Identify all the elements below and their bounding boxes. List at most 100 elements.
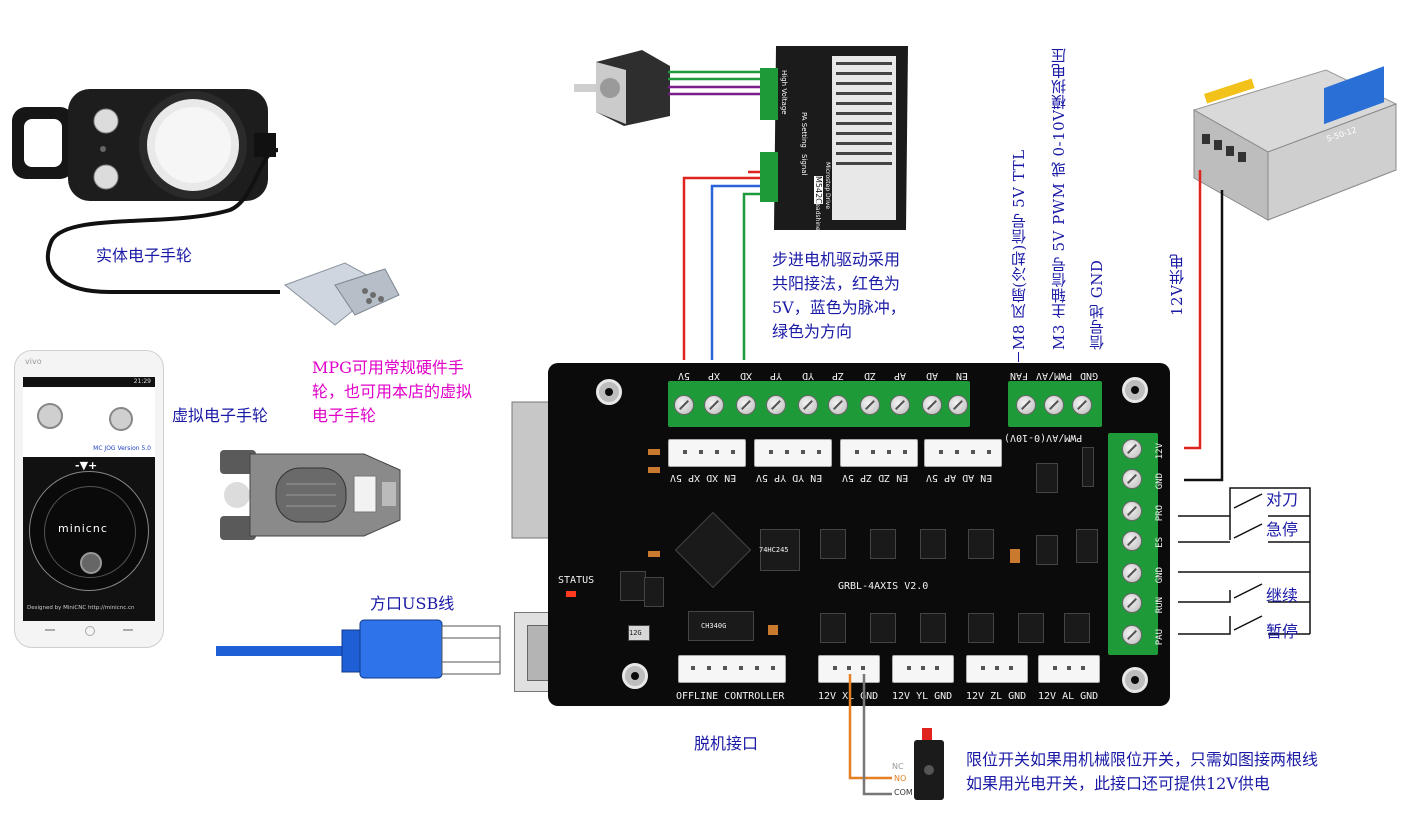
pause-label: 暂停 <box>1266 622 1299 641</box>
pwm-range-label: PWM/AV(0-10V) <box>1004 432 1083 443</box>
buffer-chip-label: 74HC245 <box>759 546 789 554</box>
terminal-screw-yd[interactable] <box>798 395 818 415</box>
a-axis-header[interactable] <box>924 439 1002 467</box>
limit-switch-wires <box>840 674 910 800</box>
terminal-screw-gnd[interactable] <box>1072 395 1092 415</box>
control-terminal-block[interactable] <box>1108 433 1158 655</box>
pwm-converter-chip <box>1036 463 1058 493</box>
a-limit-label: 12V AL GND <box>1038 691 1099 702</box>
terminal-screw-ap[interactable] <box>890 395 910 415</box>
app-header-panel: MC JOG Version 5.0 <box>23 387 155 457</box>
terminal-screw-pau[interactable] <box>1122 625 1142 645</box>
z-axis-header[interactable] <box>840 439 918 467</box>
terminal-screw-en[interactable] <box>948 395 968 415</box>
app-footer: Designed by MiniCNC http://minicnc.cn <box>27 605 135 611</box>
terminal-screw-ad[interactable] <box>922 395 942 415</box>
driver-section-pa-setting: PA Setting <box>800 112 808 148</box>
terminal-screw-yp[interactable] <box>766 395 786 415</box>
opto-row-bottom-4 <box>968 613 994 643</box>
smd-cap-1 <box>648 449 660 455</box>
terminal-screw-xp[interactable] <box>704 395 724 415</box>
physical-handwheel-label: 实体电子手轮 <box>96 246 193 265</box>
power-supply-unit: S-50-12 <box>1176 60 1398 230</box>
controller-board: 5V XP XD YP YD ZP ZD AP AD EN FAN PWM/AV… <box>548 363 1170 706</box>
terminal-screw-xd[interactable] <box>736 395 756 415</box>
opto-row-bottom-5 <box>1018 613 1044 643</box>
driver-signal-wires <box>678 166 768 366</box>
stepper-wires <box>668 66 768 106</box>
terminal-screw-12v[interactable] <box>1122 439 1142 459</box>
terminal-screw-gnd-2[interactable] <box>1122 563 1142 583</box>
right-label-run: RUN <box>1155 597 1165 614</box>
terminal-label-xp: XP <box>708 370 721 381</box>
y-limit-header[interactable] <box>892 655 954 683</box>
motion-terminal-block[interactable] <box>668 381 970 427</box>
virtual-handwheel-label: 虚拟电子手轮 <box>172 406 269 425</box>
opto-row-top-4 <box>968 529 994 559</box>
wheel-finger-dimple[interactable] <box>80 552 102 574</box>
terminal-screw-pro[interactable] <box>1122 501 1142 521</box>
x-axis-header[interactable] <box>668 439 746 467</box>
fan-label-gnd: GND <box>1080 370 1099 381</box>
terminal-screw-fan[interactable] <box>1016 395 1036 415</box>
switch-wiring <box>1170 480 1330 650</box>
limit-note-line-2: 如果用光电开关，此接口还可提供12V供电 <box>966 774 1270 793</box>
terminal-screw-es[interactable] <box>1122 531 1142 551</box>
app-title: MC JOG Version 5.0 <box>93 445 151 452</box>
driver-subtitle: Microstep Drive <box>824 162 831 210</box>
stepper-note-line-1: 步进电机驱动采用 <box>772 250 901 269</box>
step-knob[interactable] <box>109 407 133 431</box>
limit-note-line-1: 限位开关如果用机械限位开关，只需如图接两根线 <box>966 750 1319 769</box>
stepper-note-line-3: 5V，蓝色为脉冲， <box>772 298 906 317</box>
mount-hole-bottom-right <box>1122 667 1148 693</box>
offline-controller-label: OFFLINE CONTROLLER <box>676 691 785 702</box>
terminal-screw-zd[interactable] <box>860 395 880 415</box>
power-transistor-2 <box>644 577 664 607</box>
mode-knob[interactable] <box>37 403 63 429</box>
db15-connector <box>275 255 405 335</box>
opto-row-bottom-1 <box>820 613 846 643</box>
opto-row-bottom-3 <box>920 613 946 643</box>
switch-pin-com: COM <box>894 788 913 797</box>
stepper-motor <box>572 46 672 126</box>
usb-cable-label: 方口USB线 <box>370 594 455 613</box>
phone-nav-home-icon <box>85 626 95 636</box>
terminal-screw-zp[interactable] <box>828 395 848 415</box>
crystal: 12G <box>628 625 650 641</box>
right-label-gnd-2: GND <box>1155 567 1165 584</box>
smd-cap-2 <box>648 467 660 473</box>
terminal-label-en: EN <box>956 370 969 381</box>
resume-label: 继续 <box>1266 586 1299 605</box>
x-axis-header-label: EN XD XP 5V <box>670 472 737 483</box>
driver-model: M542C <box>814 176 823 204</box>
terminal-screw-5v[interactable] <box>674 395 694 415</box>
opto-row-bottom-6 <box>1064 613 1090 643</box>
stepper-note-line-2: 共阳接法，红色为 <box>772 274 901 293</box>
offline-controller-header[interactable] <box>678 655 786 683</box>
jog-wheel[interactable]: minicnc <box>29 471 149 591</box>
status-led <box>566 591 576 597</box>
z-limit-header[interactable] <box>966 655 1028 683</box>
opto-row-top-3 <box>920 529 946 559</box>
x-limit-label: 12V XL GND <box>818 691 879 702</box>
right-label-gnd-1: GND <box>1155 473 1165 490</box>
terminal-screw-run[interactable] <box>1122 593 1142 613</box>
a-axis-header-label: EN AD AP 5V <box>926 472 993 483</box>
offline-port-label: 脱机接口 <box>694 734 759 753</box>
usb-serial-chip-label: CH340G <box>701 622 727 630</box>
mpg-note-line-2: 轮，也可用本店的虚拟 <box>312 382 473 401</box>
y-limit-label: 12V YL GND <box>892 691 953 702</box>
y-axis-header[interactable] <box>754 439 832 467</box>
fan-wire <box>1018 352 1019 362</box>
phone-device: vivo 21:29 MC JOG Version 5.0 -▼+ minicn… <box>14 350 164 648</box>
phone-status-time: 21:29 <box>133 378 151 385</box>
fan-spindle-terminal-block[interactable] <box>1008 381 1102 427</box>
a-limit-header[interactable] <box>1038 655 1100 683</box>
status-label: STATUS <box>558 575 595 586</box>
physical-handwheel-device <box>8 85 278 205</box>
y-axis-header-label: EN YD YP 5V <box>756 472 823 483</box>
board-title: GRBL-4AXIS V2.0 <box>838 581 929 592</box>
psu-wires <box>1176 170 1236 490</box>
terminal-screw-gnd-1[interactable] <box>1122 469 1142 489</box>
terminal-screw-pwm[interactable] <box>1044 395 1064 415</box>
